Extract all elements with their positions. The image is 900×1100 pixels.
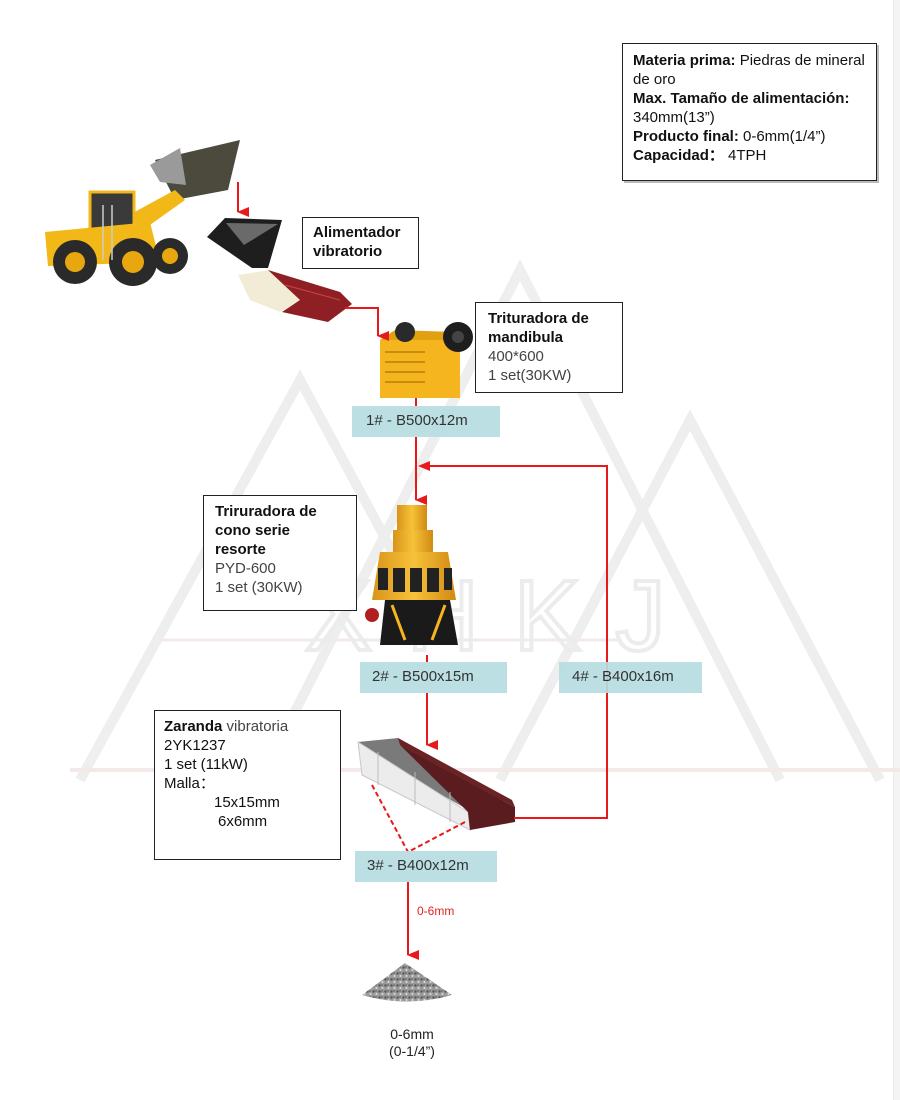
product-size-mm: 0-6mm [390,1026,434,1042]
screen-title-rest: vibratoria [222,718,289,735]
jaw-crusher-quantity: 1 set(30KW) [488,367,572,384]
wheel-loader-icon [45,140,240,286]
screen-model: 2YK1237 [164,737,226,754]
jaw-crusher-label-box: Trituradora de mandibula 400*600 1 set(3… [475,302,623,393]
capacity-value: 4TPH [723,147,767,164]
page-edge [893,0,900,1100]
max-feed-label: Max. Tamaño de alimentación: [633,90,850,107]
raw-material-label: Materia prima: [633,52,736,69]
gravel-pile-icon [362,963,452,1002]
cone-crusher-icon [365,505,458,645]
vibrating-feeder-icon [207,218,352,322]
screen-mesh-size: 15x15mm [214,794,280,811]
belt-3-label: 3# - B400x12m [355,851,497,882]
screen-quantity: 1 set (11kW) [164,756,248,773]
flow-screen-undersize [371,784,409,853]
raw-material-value: Piedras de mineral de oro [633,52,865,88]
flow-return-to-cone [424,465,608,819]
belt-2-label: 2# - B500x15m [360,662,507,693]
vibrating-screen-icon [357,738,515,831]
final-product-value: 0-6mm(1/4”) [738,128,826,145]
screen-mesh-size: 6x6mm [218,813,268,830]
feeder-title: Alimentador vibratorio [313,224,401,260]
final-product-label: 0-6mm (0-1/4”) [382,1026,442,1060]
cone-crusher-label-box: Triruradora de cono serie resorte PYD-60… [203,495,357,611]
belt-4-label: 4# - B400x16m [559,662,702,693]
screen-label-box: Zaranda vibratoria 2YK1237 1 set (11kW) … [154,710,341,860]
jaw-crusher-title: Trituradora de mandibula [488,310,589,346]
jaw-crusher-icon [380,322,473,398]
flow-feeder-to-jaw [345,307,389,341]
cone-crusher-quantity: 1 set (30KW) [215,579,303,596]
flow-lines [237,182,608,960]
belt-1-label: 1# - B500x12m [352,406,500,437]
capacity-label: Capacidad： [633,147,724,164]
cone-crusher-model: PYD-600 [215,560,276,577]
specs-box: Materia prima: Piedras de mineral de oro… [622,43,877,181]
screen-title-bold: Zaranda [164,718,223,735]
product-size-in: (0-1/4”) [389,1043,435,1059]
jaw-crusher-model: 400*600 [488,348,544,365]
feeder-label-box: Alimentador vibratorio [302,217,419,269]
watermark-text: XHKJ [305,560,701,672]
screen-mesh-label: Malla： [164,775,215,792]
cone-crusher-title: Triruradora de cono serie resorte [215,503,317,558]
output-flow-label: 0-6mm [417,904,455,918]
max-feed-value: 340mm(13”) [633,109,715,126]
final-product-label: Producto final: [633,128,739,145]
flow-screen-undersize-2 [407,821,466,853]
